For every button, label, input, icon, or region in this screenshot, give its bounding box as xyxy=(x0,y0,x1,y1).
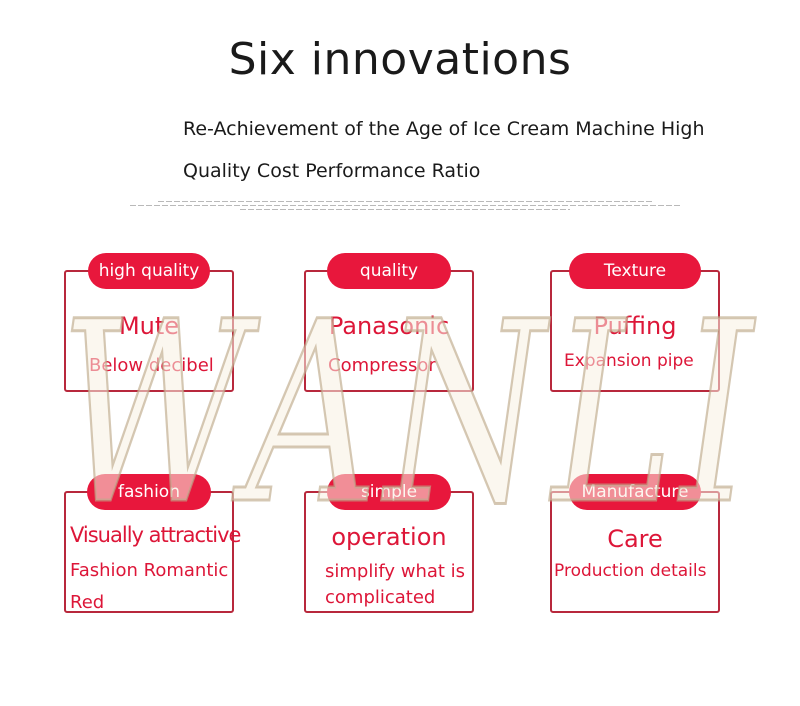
card-detail: Below decibel xyxy=(89,355,214,376)
card-headline: Mute xyxy=(118,312,180,340)
card-detail-continued: Red xyxy=(70,592,105,613)
subtitle-line-1: Re-Achievement of the Age of Ice Cream M… xyxy=(183,118,705,140)
card-headline: Visually attractive xyxy=(70,523,241,547)
card-headline: Panasonic xyxy=(328,312,450,340)
feature-card-texture: Texture Puffing Expansion pipe xyxy=(550,253,720,392)
card-detail: Fashion Romantic xyxy=(70,560,229,581)
card-detail: Expansion pipe xyxy=(564,351,694,371)
feature-card-fashion: fashion Visually attractive Fashion Roma… xyxy=(64,474,241,613)
card-detail: Production details xyxy=(554,561,707,581)
feature-card-quality: quality Panasonic Compressor xyxy=(304,253,474,392)
card-detail-continued: complicated xyxy=(325,587,436,608)
subtitle-line-2: Quality Cost Performance Ratio xyxy=(183,160,481,182)
card-detail: simplify what is xyxy=(325,561,466,582)
card-tag: high quality xyxy=(88,253,210,289)
feature-card-manufacture: Manufacture Care Production details xyxy=(550,474,720,613)
card-tag: Texture xyxy=(569,253,701,289)
card-detail: Compressor xyxy=(328,355,436,376)
card-tag: Manufacture xyxy=(569,474,701,510)
card-tag: fashion xyxy=(87,474,211,510)
feature-card-high-quality: high quality Mute Below decibel xyxy=(64,253,234,392)
card-headline: Puffing xyxy=(593,312,677,340)
card-headline: operation xyxy=(331,523,447,551)
card-tag: simple xyxy=(327,474,451,510)
card-headline: Care xyxy=(607,525,663,553)
card-tag: quality xyxy=(327,253,451,289)
illegible-fine-print-divider xyxy=(130,198,680,213)
feature-card-simple: simple operation simplify what is compli… xyxy=(304,474,474,613)
page-title: Six innovations xyxy=(228,34,572,85)
